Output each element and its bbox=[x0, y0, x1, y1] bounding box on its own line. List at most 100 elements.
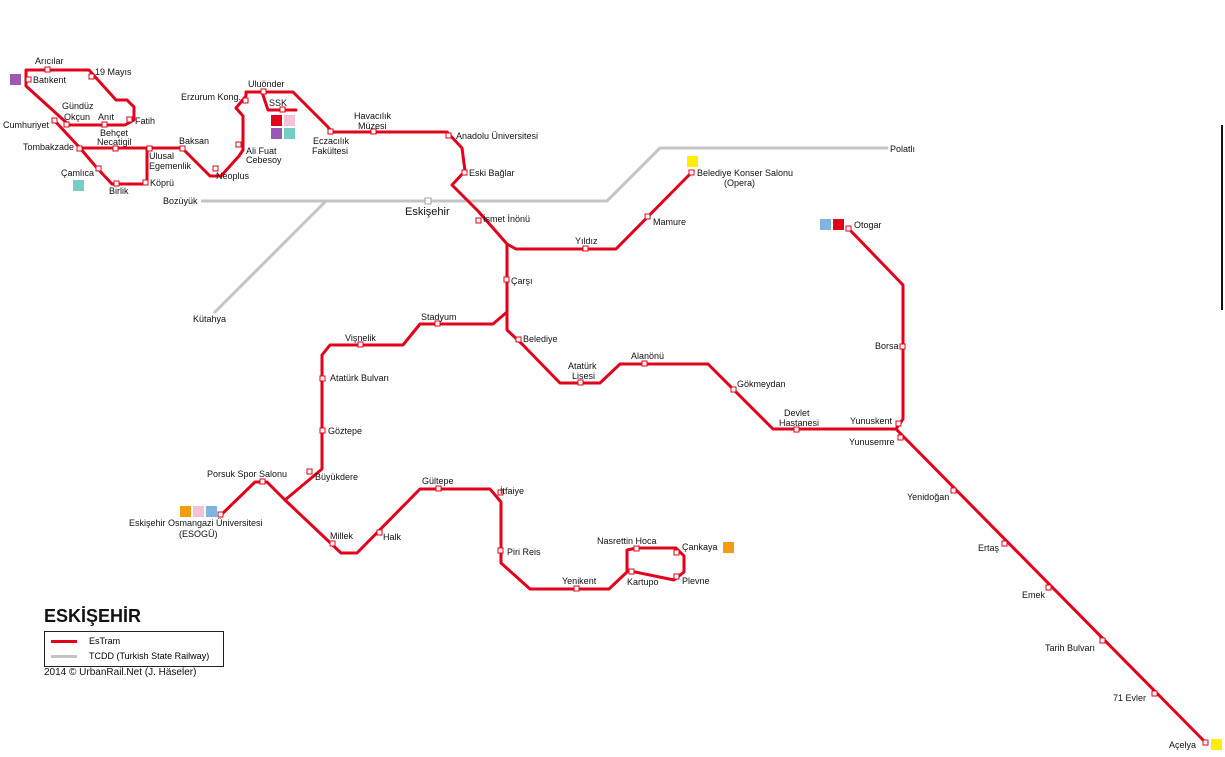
station-ataturk-bulvari[interactable] bbox=[319, 375, 326, 382]
station-label: Eczacılık bbox=[313, 136, 350, 146]
station-yildiz[interactable] bbox=[582, 245, 589, 252]
station-ssk[interactable] bbox=[279, 106, 286, 113]
interchange-square-orange bbox=[723, 542, 734, 553]
station-havacilik-muzesi[interactable] bbox=[370, 128, 377, 135]
station-label: Ulusal bbox=[149, 151, 174, 161]
station-aricilar[interactable] bbox=[44, 66, 51, 73]
credit-text: 2014 © UrbanRail.Net (J. Häseler) bbox=[44, 667, 197, 678]
station-itfaiye[interactable] bbox=[497, 489, 504, 496]
station-ismet-inonu[interactable] bbox=[475, 217, 482, 224]
station-piri-reis[interactable] bbox=[497, 547, 504, 554]
station-label: Devlet bbox=[784, 408, 810, 418]
station-alanonu[interactable] bbox=[641, 360, 648, 367]
station-fatih[interactable] bbox=[126, 116, 133, 123]
station-ertas[interactable] bbox=[1001, 540, 1008, 547]
station-opera[interactable] bbox=[688, 169, 695, 176]
station-behcet-necatigil[interactable] bbox=[112, 145, 119, 152]
station-carsi[interactable] bbox=[503, 276, 510, 283]
station-nasrettin-hoca[interactable] bbox=[633, 545, 640, 552]
map-title: ESKİŞEHİR bbox=[44, 606, 142, 626]
station-gunduz-okcun[interactable] bbox=[63, 121, 70, 128]
station-71-evler[interactable] bbox=[1151, 690, 1158, 697]
interchange-markers bbox=[10, 74, 1222, 750]
station-gultepe[interactable] bbox=[435, 485, 442, 492]
station-label: Vişnelik bbox=[345, 333, 376, 343]
station-baksan[interactable] bbox=[179, 145, 186, 152]
rail-station-label: Eskişehir bbox=[405, 206, 450, 218]
station-label: Plevne bbox=[682, 576, 710, 586]
interchange-square-blue bbox=[206, 506, 217, 517]
interchange-square-pink bbox=[193, 506, 204, 517]
station-yunusemre[interactable] bbox=[897, 434, 904, 441]
station-anadolu-universitesi[interactable] bbox=[445, 132, 452, 139]
station-eski-baglar[interactable] bbox=[461, 169, 468, 176]
station-ataturk-lisesi[interactable] bbox=[577, 379, 584, 386]
station-borsa[interactable] bbox=[899, 343, 906, 350]
station-cankaya[interactable] bbox=[673, 549, 680, 556]
station-label: Baksan bbox=[179, 136, 209, 146]
station-millek[interactable] bbox=[329, 540, 336, 547]
station-label: Tombakzade bbox=[23, 142, 74, 152]
station-esogu[interactable] bbox=[217, 511, 224, 518]
station-erzurum-kong[interactable] bbox=[242, 97, 249, 104]
legend: EsTram TCDD (Turkish State Railway) bbox=[44, 631, 224, 667]
station-labels: Arıcılar 19 Mayıs Batıkent Gündüz Okçun … bbox=[3, 56, 1196, 750]
station-label: Borsa bbox=[875, 341, 899, 351]
station-emek[interactable] bbox=[1045, 584, 1052, 591]
station-label: Ali Fuat bbox=[246, 146, 277, 156]
station-batikent[interactable] bbox=[25, 76, 32, 83]
station-porsuk-spor-salonu[interactable] bbox=[259, 478, 266, 485]
station-halk[interactable] bbox=[376, 529, 383, 536]
station-anit[interactable] bbox=[101, 121, 108, 128]
station-gokmeydan[interactable] bbox=[730, 386, 737, 393]
station-label: İsmet İnönü bbox=[483, 214, 530, 224]
station-label: Lisesi bbox=[572, 371, 595, 381]
station-tarih-bulvari[interactable] bbox=[1099, 637, 1106, 644]
station-label: Okçun bbox=[64, 112, 90, 122]
station-uluonder[interactable] bbox=[260, 88, 267, 95]
station-otogar[interactable] bbox=[845, 225, 852, 232]
station-label: Egemenlik bbox=[149, 161, 192, 171]
station-camlica[interactable] bbox=[95, 165, 102, 172]
station-visnelik[interactable] bbox=[357, 341, 364, 348]
rail-station-label: Bozüyük bbox=[163, 196, 198, 206]
station-birlik[interactable] bbox=[113, 180, 120, 187]
station-label: Açelya bbox=[1169, 740, 1196, 750]
interchange-square-orange bbox=[180, 506, 191, 517]
station-label: Birlik bbox=[109, 186, 129, 196]
station-label: Uluönder bbox=[248, 79, 285, 89]
interchange-square-purple bbox=[10, 74, 21, 85]
station-label: Behçet bbox=[100, 128, 129, 138]
interchange-square-purple bbox=[271, 128, 282, 139]
station-ulusal-egemenlik[interactable] bbox=[146, 145, 153, 152]
rail-station-eskisehir bbox=[424, 197, 432, 205]
station-label: Halk bbox=[383, 532, 402, 542]
station-stadyum[interactable] bbox=[434, 320, 441, 327]
station-neoplus[interactable] bbox=[212, 165, 219, 172]
station-kopru[interactable] bbox=[142, 179, 149, 186]
station-yenikent[interactable] bbox=[573, 585, 580, 592]
station-label: Göztepe bbox=[328, 426, 362, 436]
station-yunuskent[interactable] bbox=[895, 420, 902, 427]
station-plevne[interactable] bbox=[673, 573, 680, 580]
interchange-square-pink bbox=[284, 115, 295, 126]
station-acelya[interactable] bbox=[1202, 739, 1209, 746]
station-label: Porsuk Spor Salonu bbox=[207, 469, 287, 479]
station-yenidogan[interactable] bbox=[950, 487, 957, 494]
station-devlet-hastanesi[interactable] bbox=[793, 426, 800, 433]
station-goztepe[interactable] bbox=[319, 427, 326, 434]
station-kartupo[interactable] bbox=[628, 568, 635, 575]
station-belediye[interactable] bbox=[515, 336, 522, 343]
legend-label: EsTram bbox=[89, 636, 121, 646]
station-buyukdere[interactable] bbox=[306, 468, 313, 475]
station-label: Yenikent bbox=[562, 576, 597, 586]
station-label: Anadolu Üniversitesi bbox=[456, 131, 538, 141]
station-mamure[interactable] bbox=[644, 213, 651, 220]
station-eczacilik-fakultesi[interactable] bbox=[327, 128, 334, 135]
station-tombakzade[interactable] bbox=[76, 145, 83, 152]
station-ali-fuat-cebesoy[interactable] bbox=[235, 141, 242, 148]
station-label: Müzesi bbox=[358, 121, 387, 131]
station-19-mayis[interactable] bbox=[88, 73, 95, 80]
station-cumhuriyet[interactable] bbox=[51, 117, 58, 124]
edge-bar bbox=[1221, 125, 1223, 310]
